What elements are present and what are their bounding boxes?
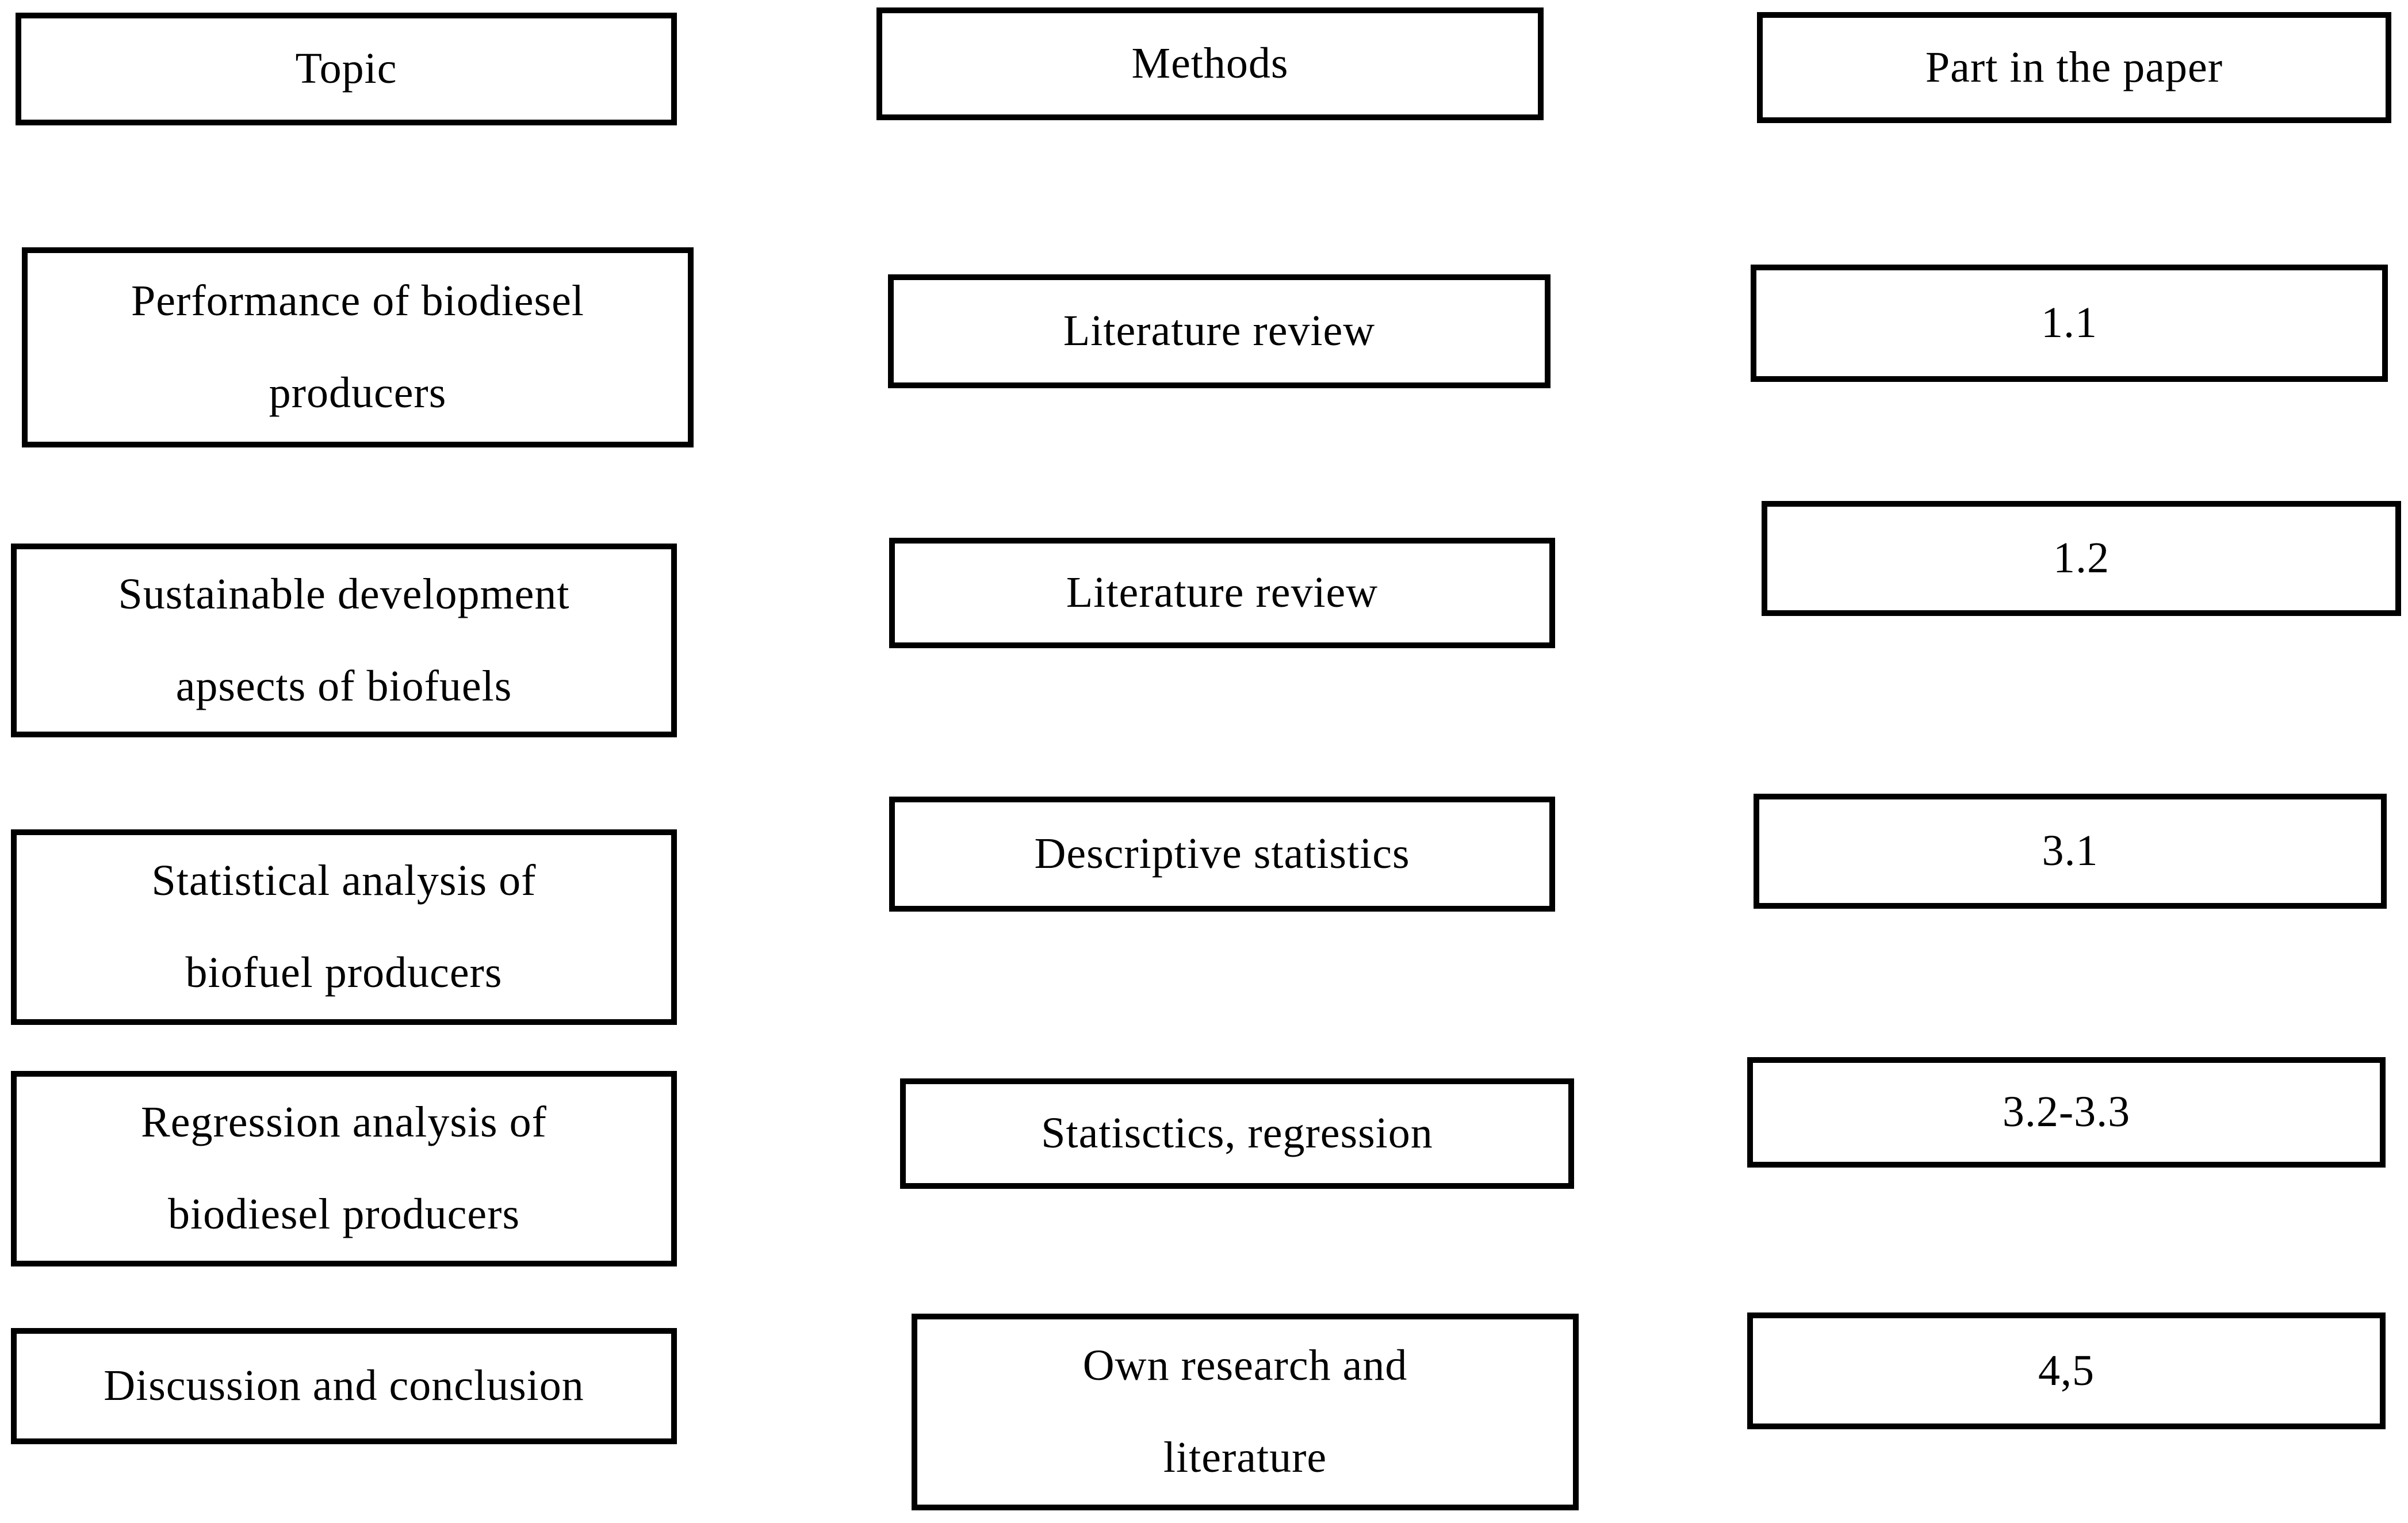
part-row5-label: 4,5 <box>2038 1346 2095 1395</box>
methods-column-header-label: Methods <box>1131 39 1289 88</box>
part-box-row4: 3.2-3.3 <box>1747 1057 2386 1168</box>
topic-column-header-label: Topic <box>295 44 397 93</box>
part-column-header: Part in the paper <box>1757 12 2391 123</box>
part-box-row5: 4,5 <box>1747 1312 2386 1429</box>
method-box-row1: Literature review <box>888 274 1551 388</box>
method-box-row4: Statisctics, regression <box>900 1078 1574 1189</box>
method-row1-label: Literature review <box>1063 307 1376 355</box>
method-row5-label: Own research and literature <box>1082 1341 1408 1482</box>
part-column-header-label: Part in the paper <box>1925 43 2223 91</box>
method-row3-label: Descriptive statistics <box>1034 829 1410 878</box>
part-row2-label: 1.2 <box>2053 534 2110 583</box>
method-row2-label: Literature review <box>1066 568 1379 617</box>
topic-box-row4: Regression analysis of biodiesel produce… <box>11 1071 677 1266</box>
part-box-row2: 1.2 <box>1762 501 2401 616</box>
part-row1-label: 1.1 <box>2041 299 2097 347</box>
topic-row1-label: Performance of biodiesel producers <box>131 277 584 417</box>
part-row4-label: 3.2-3.3 <box>2002 1088 2131 1136</box>
topic-row5-label: Discussion and conclusion <box>104 1361 584 1410</box>
part-box-row1: 1.1 <box>1751 265 2388 382</box>
method-box-row3: Descriptive statistics <box>889 797 1555 912</box>
method-row4-label: Statisctics, regression <box>1041 1109 1433 1158</box>
part-row3-label: 3.1 <box>2042 826 2099 875</box>
topic-box-row3: Statistical analysis of biofuel producer… <box>11 829 677 1025</box>
topic-box-row1: Performance of biodiesel producers <box>22 247 694 447</box>
topic-row3-label: Statistical analysis of biofuel producer… <box>151 856 537 997</box>
method-box-row5: Own research and literature <box>912 1314 1579 1510</box>
topic-box-row5: Discussion and conclusion <box>11 1328 677 1444</box>
method-box-row2: Literature review <box>889 538 1555 648</box>
methods-column-header: Methods <box>876 7 1544 120</box>
topic-row4-label: Regression analysis of biodiesel produce… <box>141 1098 547 1238</box>
topic-column-header: Topic <box>16 13 677 125</box>
topic-box-row2: Sustainable development apsects of biofu… <box>11 544 677 737</box>
topic-row2-label: Sustainable development apsects of biofu… <box>118 569 570 710</box>
part-box-row3: 3.1 <box>1754 794 2387 909</box>
